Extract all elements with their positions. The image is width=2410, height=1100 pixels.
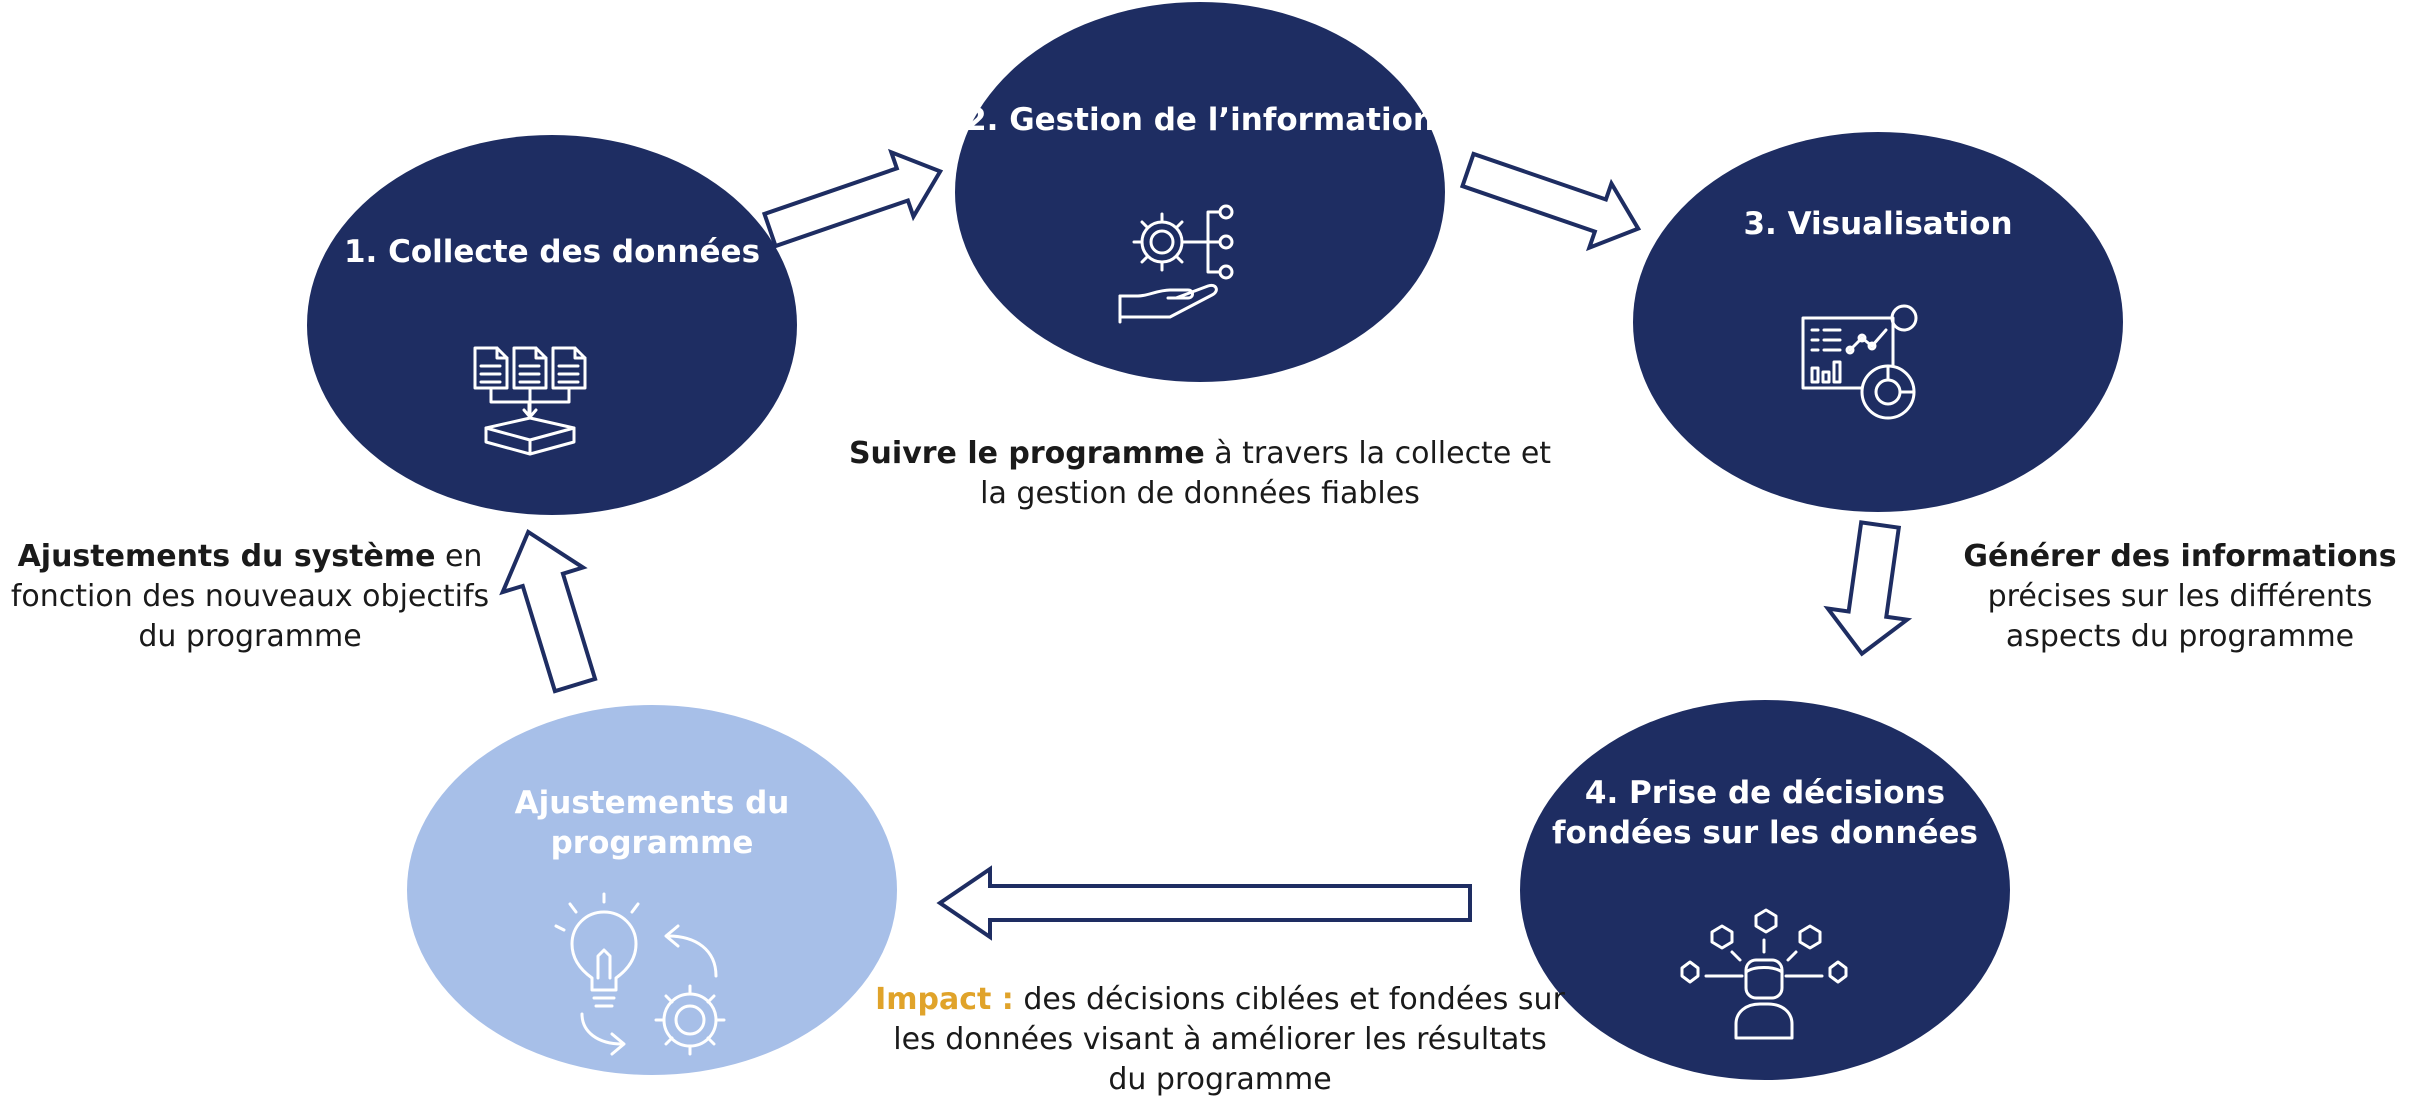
- note-suivre-programme: Suivre le programme à travers la collect…: [840, 434, 1560, 514]
- person-decision-icon: [1680, 908, 1848, 1040]
- note-suivre-programme-bold: Suivre le programme: [848, 436, 1205, 471]
- step-collecte: 1. Collecte des données: [307, 135, 797, 515]
- note-generer-informations: Générer des informations précises sur le…: [1960, 537, 2400, 657]
- step-gestion: 2. Gestion de l’information: [955, 2, 1445, 382]
- note-impact-text1: des décisions ciblées et fondées sur: [1013, 982, 1565, 1017]
- lightbulb-gear-cycle-icon: [554, 892, 726, 1056]
- arrow-visualize-to-decide: [1823, 520, 1913, 657]
- step-visualisation: 3. Visualisation: [1633, 132, 2123, 512]
- arrow-manage-to-visualize: [1459, 151, 1642, 252]
- step-visualisation-title: 3. Visualisation: [1743, 206, 2012, 242]
- step-ajustements-title-line1: Ajustements du: [515, 785, 790, 821]
- step-decisions-title-line2: fondées sur les données: [1552, 815, 1978, 851]
- note-impact: Impact : des décisions ciblées et fondée…: [830, 980, 1610, 1100]
- note-suivre-programme-text2: la gestion de données fiables: [980, 476, 1420, 511]
- note-impact-label: Impact :: [875, 982, 1014, 1017]
- note-impact-text2: les données visant à améliorer les résul…: [893, 1022, 1547, 1057]
- step-collecte-circle: [307, 135, 797, 515]
- arrow-decide-to-adjust: [936, 865, 1472, 941]
- note-impact-text3: du programme: [1108, 1062, 1332, 1097]
- gear-network-hand-icon: [1118, 204, 1234, 324]
- step-gestion-circle: [955, 2, 1445, 382]
- note-generer-informations-bold: Générer des informations: [1963, 539, 2397, 574]
- arrow-collect-to-manage: [761, 148, 944, 249]
- arrow-adjust-to-collect: [499, 529, 598, 694]
- note-generer-informations-text2: précises sur les différents: [1987, 579, 2373, 614]
- step-decisions-circle: [1520, 700, 2010, 1080]
- step-visualisation-circle: [1633, 132, 2123, 512]
- step-decisions-title-line1: 4. Prise de décisions: [1585, 775, 1945, 811]
- step-ajustements-title-line2: programme: [551, 825, 754, 861]
- note-suivre-programme-text1: à travers la collecte et: [1204, 436, 1552, 471]
- step-collecte-title: 1. Collecte des données: [344, 234, 760, 270]
- documents-to-tray-icon: [473, 346, 587, 456]
- step-decisions: 4. Prise de décisions fondées sur les do…: [1520, 700, 2010, 1080]
- step-ajustements: Ajustements du programme: [407, 705, 897, 1075]
- note-generer-informations-text3: aspects du programme: [2005, 619, 2355, 654]
- note-ajustements-systeme-text2: fonction des nouveaux objectifs: [10, 579, 490, 614]
- note-ajustements-systeme: Ajustements du système en fonction des n…: [0, 537, 500, 657]
- step-gestion-title: 2. Gestion de l’information: [965, 102, 1435, 138]
- step-ajustements-circle: [407, 705, 897, 1075]
- note-ajustements-systeme-bold: Ajustements du système: [17, 539, 436, 574]
- note-ajustements-systeme-text3: du programme: [138, 619, 362, 654]
- dashboard-chart-icon: [1801, 304, 1918, 420]
- note-ajustements-systeme-text1: en: [435, 539, 483, 574]
